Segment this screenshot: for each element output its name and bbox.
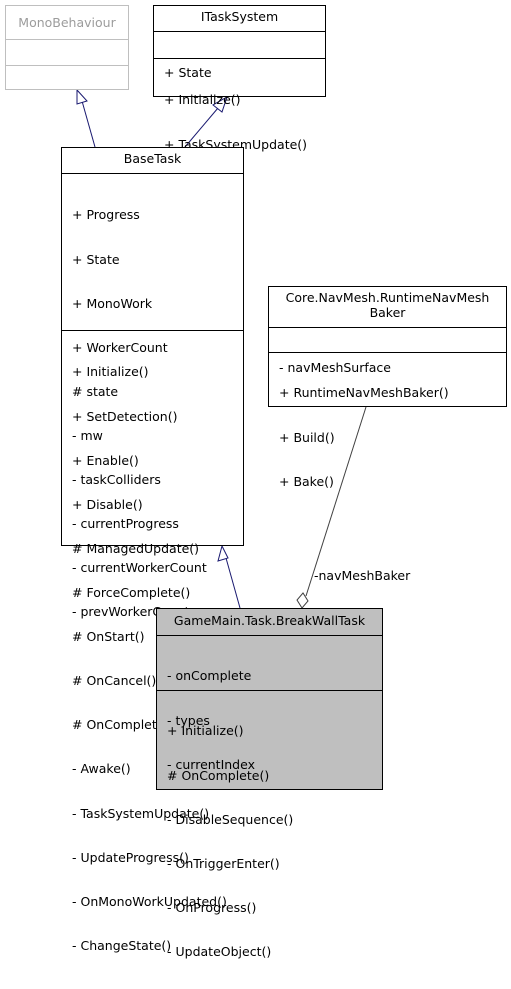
attribute: - navMeshSurface — [279, 360, 391, 376]
inheritance-arrowhead-basetask — [217, 544, 229, 562]
attribute: + State — [72, 251, 120, 267]
class-runtimenavmeshbaker[interactable]: Core.NavMesh.RuntimeNavMesh Baker - navM… — [268, 286, 507, 488]
attribute: + MonoWork — [72, 295, 153, 311]
operation: + Enable() — [72, 452, 139, 468]
operations-section: + RuntimeNavMeshBaker() + Build() + Bake… — [269, 352, 506, 519]
inheritance-edge-breakwalltask-basetask — [225, 557, 241, 609]
attributes-section: - navMeshSurface — [269, 327, 506, 375]
class-title: GameMain.Task.BreakWallTask — [173, 613, 366, 628]
class-title-line: Baker — [369, 304, 406, 320]
operation: - OnTriggerEnter() — [167, 855, 280, 871]
class-title: MonoBehaviour — [18, 15, 116, 30]
class-monobehaviour[interactable]: MonoBehaviour — [5, 5, 129, 90]
attributes-section: + Progress + State + MonoWork + WorkerCo… — [62, 173, 243, 619]
attribute: - currentWorkerCount — [72, 560, 207, 576]
aggregation-diamond — [296, 592, 309, 609]
attributes-section: + State — [154, 31, 325, 80]
attribute: - taskColliders — [72, 472, 161, 488]
operation: + Initialize() — [164, 92, 241, 108]
attributes-section: - onComplete - types - currentIndex — [157, 635, 382, 771]
operation: + Build() — [279, 429, 335, 445]
operation: + Disable() — [72, 496, 143, 512]
attribute: - types — [167, 712, 210, 728]
attribute: - currentIndex — [167, 756, 255, 772]
class-title: Core.NavMesh.RuntimeNavMesh Baker — [269, 287, 506, 327]
class-title: BaseTask — [123, 151, 182, 166]
operation: + Bake() — [279, 473, 334, 489]
attributes-section — [6, 39, 128, 65]
aggregation-label: -navMeshBaker — [314, 568, 411, 583]
attribute: + Progress — [72, 207, 140, 223]
inheritance-arrowhead-monobehaviour — [76, 88, 88, 105]
operation: - Awake() — [72, 761, 131, 777]
attribute: - mw — [72, 427, 103, 443]
class-title: ITaskSystem — [200, 9, 279, 24]
operation: # OnCancel() — [72, 673, 157, 689]
inheritance-edge-basetask-itasksystem — [184, 107, 219, 148]
attribute: - currentProgress — [72, 516, 179, 532]
relationship-edges — [76, 88, 367, 609]
operation: + Initialize() — [72, 364, 149, 380]
operation: # ManagedUpdate() — [72, 540, 200, 556]
class-basetask[interactable]: BaseTask + Progress + State + MonoWork +… — [61, 147, 244, 953]
operations-section — [6, 65, 128, 89]
aggregation-edge-navmeshbaker — [305, 406, 367, 597]
attribute: # state — [72, 383, 119, 399]
operation: - OnProgress() — [167, 899, 257, 915]
class-itasksystem[interactable]: ITaskSystem + State + Initialize() + Tas… — [153, 5, 326, 151]
operation: # OnComplete() — [167, 767, 270, 783]
operation: # OnStart() — [72, 629, 145, 645]
attribute: - onComplete — [167, 668, 252, 684]
class-breakwalltask[interactable]: GameMain.Task.BreakWallTask - onComplete… — [156, 608, 383, 959]
operation: # OnComplete() — [72, 717, 175, 733]
inheritance-edge-basetask-monobehaviour — [81, 100, 96, 148]
attribute: + State — [164, 65, 212, 81]
operation: - UpdateObject() — [167, 943, 272, 959]
operation: + SetDetection() — [72, 408, 178, 424]
attribute: + WorkerCount — [72, 339, 168, 355]
operations-section: + Initialize() # OnComplete() - DisableS… — [157, 690, 382, 989]
inheritance-arrowhead-itasksystem — [212, 95, 228, 113]
class-title-line: Core.NavMesh.RuntimeNavMesh — [285, 290, 490, 305]
operation: # ForceComplete() — [72, 584, 191, 600]
operation: - DisableSequence() — [167, 811, 294, 827]
operation: + RuntimeNavMeshBaker() — [279, 385, 449, 401]
operation: + Initialize() — [167, 723, 244, 739]
